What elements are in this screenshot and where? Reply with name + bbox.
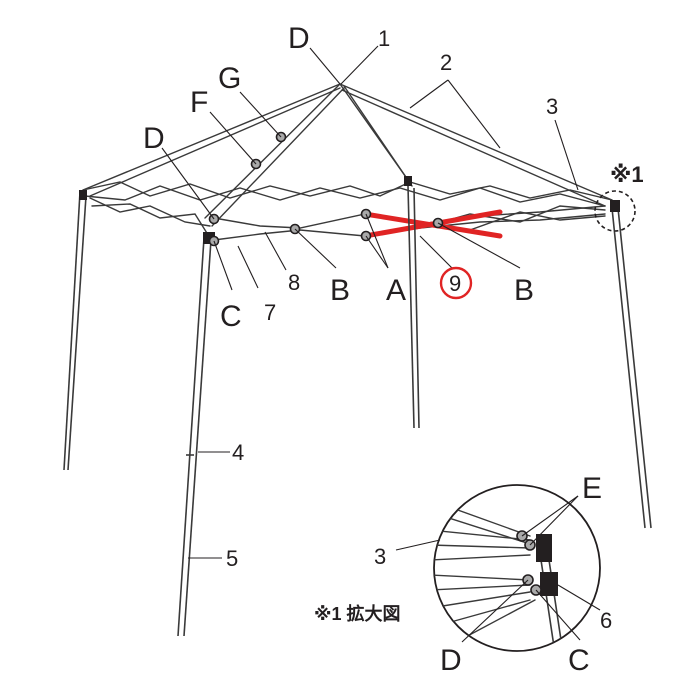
label-a: A — [386, 274, 406, 307]
detail-caption: ※1 拡大図 — [314, 603, 401, 624]
label-3-detail: 3 — [374, 544, 386, 569]
label-5: 5 — [226, 546, 238, 571]
part-9-highlight-ring — [439, 266, 473, 300]
label-f: F — [190, 86, 208, 119]
label-b-right: B — [514, 274, 534, 307]
labels: D 1 2 3 G F D B A 9 B 8 C 7 4 5 ※1 E 3 6… — [143, 22, 644, 677]
label-c-detail: C — [568, 644, 590, 677]
label-b-left: B — [330, 274, 350, 307]
legs — [63, 185, 652, 637]
detail-callout-circle — [594, 190, 636, 232]
label-6: 6 — [600, 608, 612, 633]
label-2: 2 — [440, 50, 452, 75]
detail-view — [395, 484, 601, 652]
roof-rafters — [82, 83, 613, 227]
label-d-left: D — [143, 122, 165, 155]
label-8: 8 — [288, 270, 300, 295]
back-scissor-truss — [82, 181, 613, 207]
label-7: 7 — [264, 300, 276, 325]
label-c-left: C — [220, 300, 242, 333]
leader-lines — [161, 45, 579, 559]
label-d-detail: D — [440, 644, 462, 677]
label-d-top: D — [288, 22, 310, 55]
label-e: E — [582, 472, 602, 505]
front-scissor-truss — [89, 197, 606, 241]
label-g: G — [218, 62, 241, 95]
label-9: 9 — [449, 271, 461, 296]
label-1: 1 — [378, 26, 390, 51]
label-4: 4 — [232, 440, 244, 465]
highlighted-scissor-arms — [362, 209, 503, 239]
detail-marker: ※1 — [610, 162, 644, 187]
label-3: 3 — [546, 94, 558, 119]
